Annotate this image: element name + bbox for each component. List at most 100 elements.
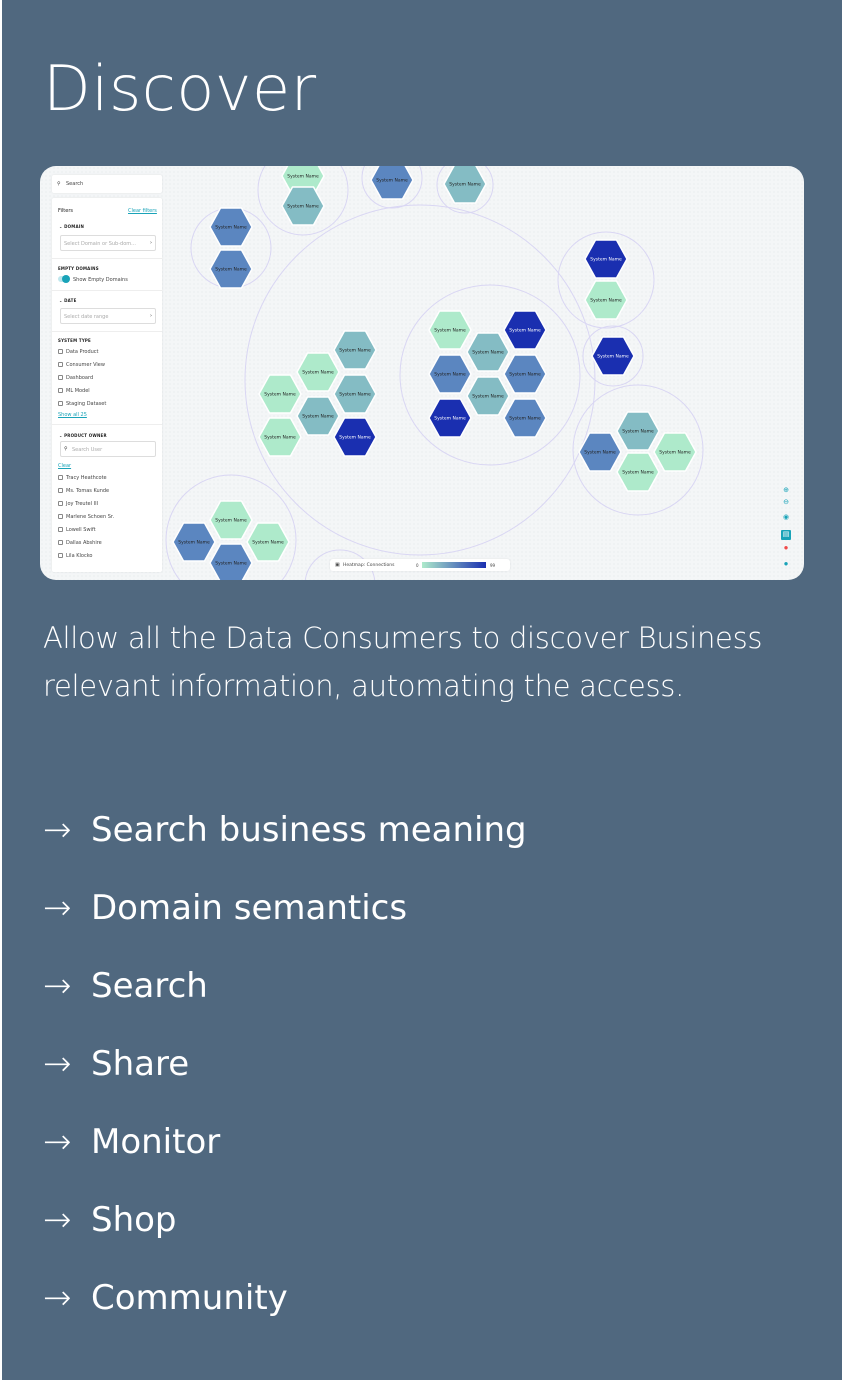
hexagon xyxy=(503,310,547,350)
system-node[interactable]: System Name xyxy=(503,354,547,394)
node-label: System Name xyxy=(449,182,481,188)
checkbox-item[interactable]: Ms. Tomas Kunde xyxy=(58,488,109,494)
search-box[interactable]: ⚲ Search xyxy=(52,175,162,193)
hexagon xyxy=(428,398,472,438)
show-empty-toggle[interactable] xyxy=(58,275,70,283)
zoom-out-icon[interactable]: ⊖ xyxy=(783,499,789,506)
date-select[interactable]: Select date range › xyxy=(60,308,156,324)
feature-label: Monitor xyxy=(91,1122,221,1162)
domain-select[interactable]: Select Domain or Sub-dom... › xyxy=(60,235,156,251)
system-node[interactable]: System Name xyxy=(209,207,253,247)
owner-search-input[interactable]: ⚲ Search User xyxy=(60,441,156,457)
checkbox-item[interactable]: Joy Treutel III xyxy=(58,501,98,507)
checkbox[interactable] xyxy=(58,401,63,406)
center-icon[interactable]: ◉ xyxy=(782,514,790,521)
checkbox[interactable] xyxy=(58,527,63,532)
checkbox-item[interactable]: Lowell Swift xyxy=(58,527,96,533)
system-node[interactable]: System Name xyxy=(281,186,325,226)
node-label: System Name xyxy=(215,225,247,231)
checkbox[interactable] xyxy=(58,514,63,519)
checkbox-item[interactable]: ML Model xyxy=(58,388,90,394)
checkbox-label: Tracy Heathcote xyxy=(66,475,107,481)
filters-panel: Filters Clear filters ⌄ DOMAIN Select Do… xyxy=(52,198,162,572)
system-node[interactable]: System Name xyxy=(466,332,510,372)
system-node[interactable]: System Name xyxy=(428,310,472,350)
feature-item: →Share xyxy=(43,1039,189,1089)
owner-search-placeholder: Search User xyxy=(72,447,103,453)
minimap-icon[interactable]: ▤ xyxy=(781,530,791,540)
system-node[interactable]: System Name xyxy=(258,417,302,457)
system-node[interactable]: System Name xyxy=(616,452,660,492)
checkbox[interactable] xyxy=(58,349,63,354)
system-node[interactable]: System Name xyxy=(333,374,377,414)
system-node[interactable]: System Name xyxy=(578,432,622,472)
arrow-right-icon: → xyxy=(43,888,72,928)
checkbox-item[interactable]: Dallas Abshire xyxy=(58,540,102,546)
checkbox-item[interactable]: Marlene Schoen Sr. xyxy=(58,514,114,520)
arrow-right-icon: → xyxy=(43,1044,72,1084)
system-node[interactable]: System Name xyxy=(466,376,510,416)
info-icon[interactable]: ● xyxy=(783,559,789,568)
checkbox-item[interactable]: Lila Klocko xyxy=(58,553,92,559)
node-label: System Name xyxy=(434,372,466,378)
arrow-right-icon: → xyxy=(43,1200,72,1240)
system-node[interactable]: System Name xyxy=(653,432,697,472)
system-node[interactable]: System Name xyxy=(172,522,216,562)
system-node[interactable]: System Name xyxy=(591,336,635,376)
checkbox-item[interactable]: Data Product xyxy=(58,349,99,355)
feature-item: →Monitor xyxy=(43,1117,220,1167)
system-node[interactable]: System Name xyxy=(246,522,290,562)
system-node[interactable]: System Name xyxy=(503,310,547,350)
node-label: System Name xyxy=(597,354,629,360)
system-node[interactable]: System Name xyxy=(209,249,253,289)
system-node[interactable]: System Name xyxy=(616,411,660,451)
system-node[interactable]: System Name xyxy=(584,280,628,320)
clear-filters-link[interactable]: Clear filters xyxy=(128,208,157,214)
alert-icon[interactable]: ● xyxy=(783,543,789,552)
checkbox[interactable] xyxy=(58,540,63,545)
search-icon: ⚲ xyxy=(57,181,61,187)
system-node[interactable]: System Name xyxy=(370,166,414,200)
node-label: System Name xyxy=(215,561,247,567)
system-node[interactable]: System Name xyxy=(296,396,340,436)
checkbox[interactable] xyxy=(58,501,63,506)
system-node[interactable]: System Name xyxy=(258,374,302,414)
checkbox[interactable] xyxy=(58,388,63,393)
checkbox-label: Lila Klocko xyxy=(66,553,93,559)
checkbox-item[interactable]: Tracy Heathcote xyxy=(58,475,107,481)
hexagon xyxy=(296,396,340,436)
hexagon xyxy=(503,398,547,438)
checkbox-item[interactable]: Consumer View xyxy=(58,362,105,368)
feature-item: →Domain semantics xyxy=(43,883,407,933)
checkbox-item[interactable]: Staging Dataset xyxy=(58,401,106,407)
checkbox[interactable] xyxy=(58,362,63,367)
system-node[interactable]: System Name xyxy=(443,166,487,204)
system-node[interactable]: System Name xyxy=(209,500,253,540)
system-node[interactable]: System Name xyxy=(296,352,340,392)
zoom-in-icon[interactable]: ⊕ xyxy=(783,487,789,494)
checkbox[interactable] xyxy=(58,475,63,480)
checkbox-item[interactable]: Dashboard xyxy=(58,375,93,381)
feature-item: →Search xyxy=(43,961,208,1011)
checkbox[interactable] xyxy=(58,488,63,493)
show-empty-label: Show Empty Domains xyxy=(73,277,128,283)
system-node[interactable]: System Name xyxy=(428,398,472,438)
show-all-link[interactable]: Show all 25 xyxy=(58,412,87,418)
system-node[interactable]: System Name xyxy=(428,354,472,394)
hexagon xyxy=(616,411,660,451)
node-label: System Name xyxy=(287,174,319,180)
node-label: System Name xyxy=(472,394,504,400)
system-node[interactable]: System Name xyxy=(209,543,253,580)
node-label: System Name xyxy=(264,392,296,398)
hexagon xyxy=(370,166,414,200)
node-label: System Name xyxy=(590,298,622,304)
search-icon: ⚲ xyxy=(64,446,68,452)
system-node[interactable]: System Name xyxy=(333,330,377,370)
checkbox[interactable] xyxy=(58,375,63,380)
system-node[interactable]: System Name xyxy=(503,398,547,438)
system-node[interactable]: System Name xyxy=(333,417,377,457)
clear-owners-link[interactable]: Clear xyxy=(58,463,72,469)
checkbox[interactable] xyxy=(58,553,63,558)
domain-circle xyxy=(572,384,704,516)
system-node[interactable]: System Name xyxy=(584,239,628,279)
